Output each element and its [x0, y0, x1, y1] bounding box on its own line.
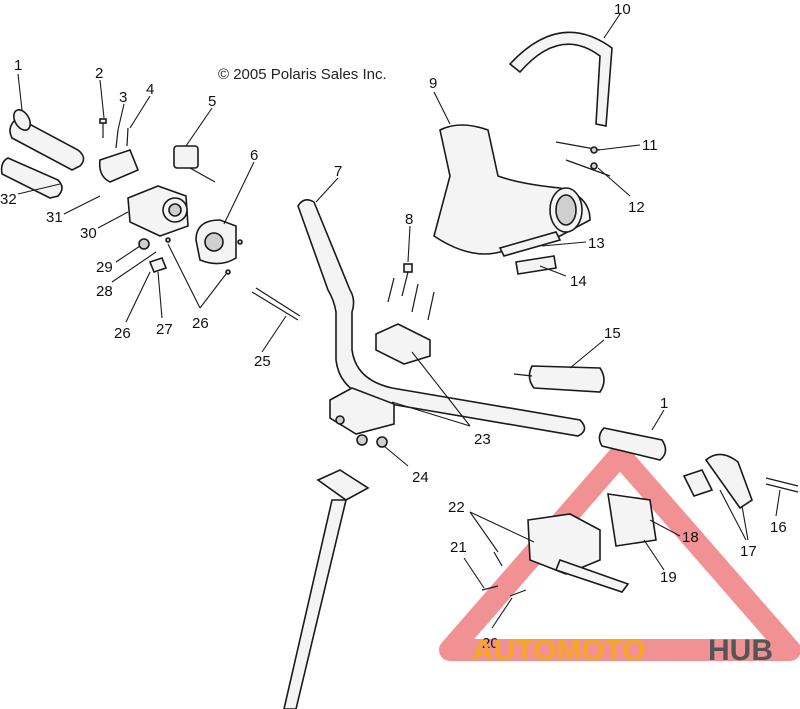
callout-32: 32 — [0, 191, 17, 208]
part-upper-clamp — [375, 323, 431, 365]
callout-28: 28 — [96, 283, 113, 300]
callout-14: 14 — [570, 273, 587, 290]
callout-19: 19 — [660, 569, 677, 586]
callout-11: 11 — [642, 137, 658, 154]
part-26-screws — [165, 237, 243, 275]
callout-8: 8 — [405, 211, 413, 228]
part-10-bar-pad — [508, 31, 613, 127]
part-11-12-fasteners — [555, 141, 611, 177]
callout-18: 18 — [682, 529, 699, 546]
callout-29: 29 — [96, 259, 113, 276]
part-6-throttle-cover — [195, 219, 237, 265]
part-17-bar-ends — [682, 453, 753, 510]
callout-26-right: 26 — [192, 315, 209, 332]
callout-22: 22 — [448, 499, 465, 516]
part-30-throttle-housing — [127, 185, 189, 237]
part-24-nuts — [335, 415, 388, 448]
watermark-text-hub: HUB — [708, 634, 773, 667]
callout-2: 2 — [95, 65, 103, 82]
copyright-text: © 2005 Polaris Sales Inc. — [218, 66, 387, 83]
part-27-pad — [148, 257, 168, 273]
callout-15: 15 — [604, 325, 621, 342]
callout-7: 7 — [334, 163, 342, 180]
callout-10: 10 — [614, 1, 631, 18]
callout-13: 13 — [588, 235, 605, 252]
callout-1-left: 1 — [14, 57, 22, 74]
part-23-lower-clamp — [329, 387, 395, 435]
part-29-nut — [138, 238, 150, 250]
part-7-handlebar — [297, 198, 586, 437]
callout-31: 31 — [46, 209, 63, 226]
callout-1-right: 1 — [660, 395, 668, 412]
part-1-grip-left — [9, 109, 85, 171]
part-8-bolts — [387, 263, 435, 321]
callout-labels: 1 2 3 4 5 6 7 8 9 10 11 12 13 14 15 1 16… — [0, 1, 787, 652]
watermark-logo: AUTOMOTO HUB — [472, 634, 773, 667]
part-5-switch — [173, 145, 216, 183]
callout-30: 30 — [80, 225, 97, 242]
part-clamp-upper — [98, 149, 140, 183]
part-25-cable — [251, 287, 301, 321]
part-3-4-screws — [115, 127, 129, 149]
callout-23: 23 — [474, 431, 491, 448]
part-9-handlebar-pod — [433, 124, 591, 255]
part-20-21-22-screws — [481, 551, 527, 597]
part-1-grip-right — [598, 427, 667, 461]
callout-27: 27 — [156, 321, 173, 338]
callout-9: 9 — [429, 75, 437, 92]
callout-16: 16 — [770, 519, 787, 536]
callout-25: 25 — [254, 353, 271, 370]
callout-5: 5 — [208, 93, 216, 110]
callout-6: 6 — [250, 147, 258, 164]
leader-lines — [17, 13, 781, 629]
callout-21: 21 — [450, 539, 467, 556]
callout-24: 24 — [412, 469, 429, 486]
callout-20: 20 — [482, 635, 499, 652]
callout-12: 12 — [628, 199, 645, 216]
callout-26-left: 26 — [114, 325, 131, 342]
part-steering-post — [283, 469, 370, 709]
watermark-text-automoto: AUTOMOTO — [472, 634, 646, 667]
part-15-heater-grip — [513, 365, 605, 393]
part-13-14-bracket — [498, 231, 562, 275]
part-16-pin — [765, 477, 799, 493]
part-2-screw — [99, 118, 107, 138]
callout-3: 3 — [119, 89, 127, 106]
callout-17: 17 — [740, 543, 757, 560]
part-32-grip-tube — [0, 157, 63, 199]
callout-4: 4 — [146, 81, 154, 98]
part-18-19-brake-assembly — [527, 493, 657, 593]
